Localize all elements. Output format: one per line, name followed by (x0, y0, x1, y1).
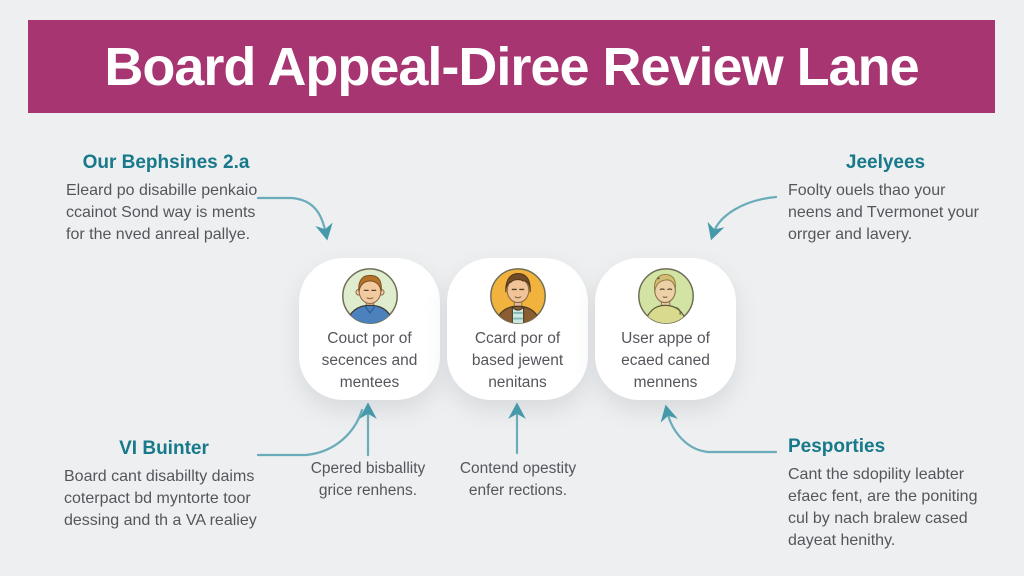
process-card-3: User appe of ecaed caned mennens (595, 258, 736, 400)
card-label: Ccard por of based jewent nenitans (471, 330, 564, 391)
arrow-top-right-to-card-3 (707, 195, 778, 241)
annotation-top-right: Jeelyees Foolty ouels thao your neens an… (788, 152, 983, 246)
annotation-body: Board cant disabillty daims coterpact bd… (64, 468, 257, 529)
annotation-heading: Our Bephsines 2.a (82, 152, 250, 173)
man-short-hair-blue-shirt-avatar-icon (341, 268, 398, 324)
annotation-body: Eleard po disabille penkaio ccainot Sond… (66, 182, 258, 243)
process-card-2: Ccard por of based jewent nenitans (447, 258, 588, 400)
process-card-1: Couct por of secences and mentees (299, 258, 440, 400)
annotation-heading: Jeelyees (845, 152, 926, 173)
header-banner: Board Appeal-Diree Review Lane (28, 20, 995, 113)
annotation-bottom-left: VI Buinter Board cant disabillty daims c… (64, 438, 264, 532)
caption-under-card-1: Cpered bisballity grice renhens. (310, 460, 426, 499)
man-brown-hair-jacket-avatar-icon (489, 268, 546, 324)
arrow-top-left-to-card-1 (256, 196, 333, 241)
annotation-heading: VI Buinter (119, 438, 209, 459)
card-label: User appe of ecaed caned mennens (621, 330, 710, 391)
arrow-bottom-right-to-card-3 (660, 404, 778, 454)
card-label: Couct por of secences and mentees (321, 330, 418, 391)
curve-bottom-left-to-card-1 (256, 408, 364, 457)
annotation-top-left: Our Bephsines 2.a Eleard po disabille pe… (66, 152, 266, 246)
annotation-body: Cant the sdopility leabter efaec fent, a… (788, 466, 978, 549)
annotation-bottom-right: Pesporties Cant the sdopility leabter ef… (788, 436, 988, 552)
annotation-body: Foolty ouels thao your neens and Tvermon… (788, 182, 979, 243)
page-title: Board Appeal-Diree Review Lane (104, 36, 919, 97)
annotation-heading: Pesporties (788, 436, 886, 457)
caption-under-card-2: Contend opestity enfer rections. (459, 460, 577, 499)
person-light-hair-hoodie-avatar-icon (637, 268, 694, 324)
